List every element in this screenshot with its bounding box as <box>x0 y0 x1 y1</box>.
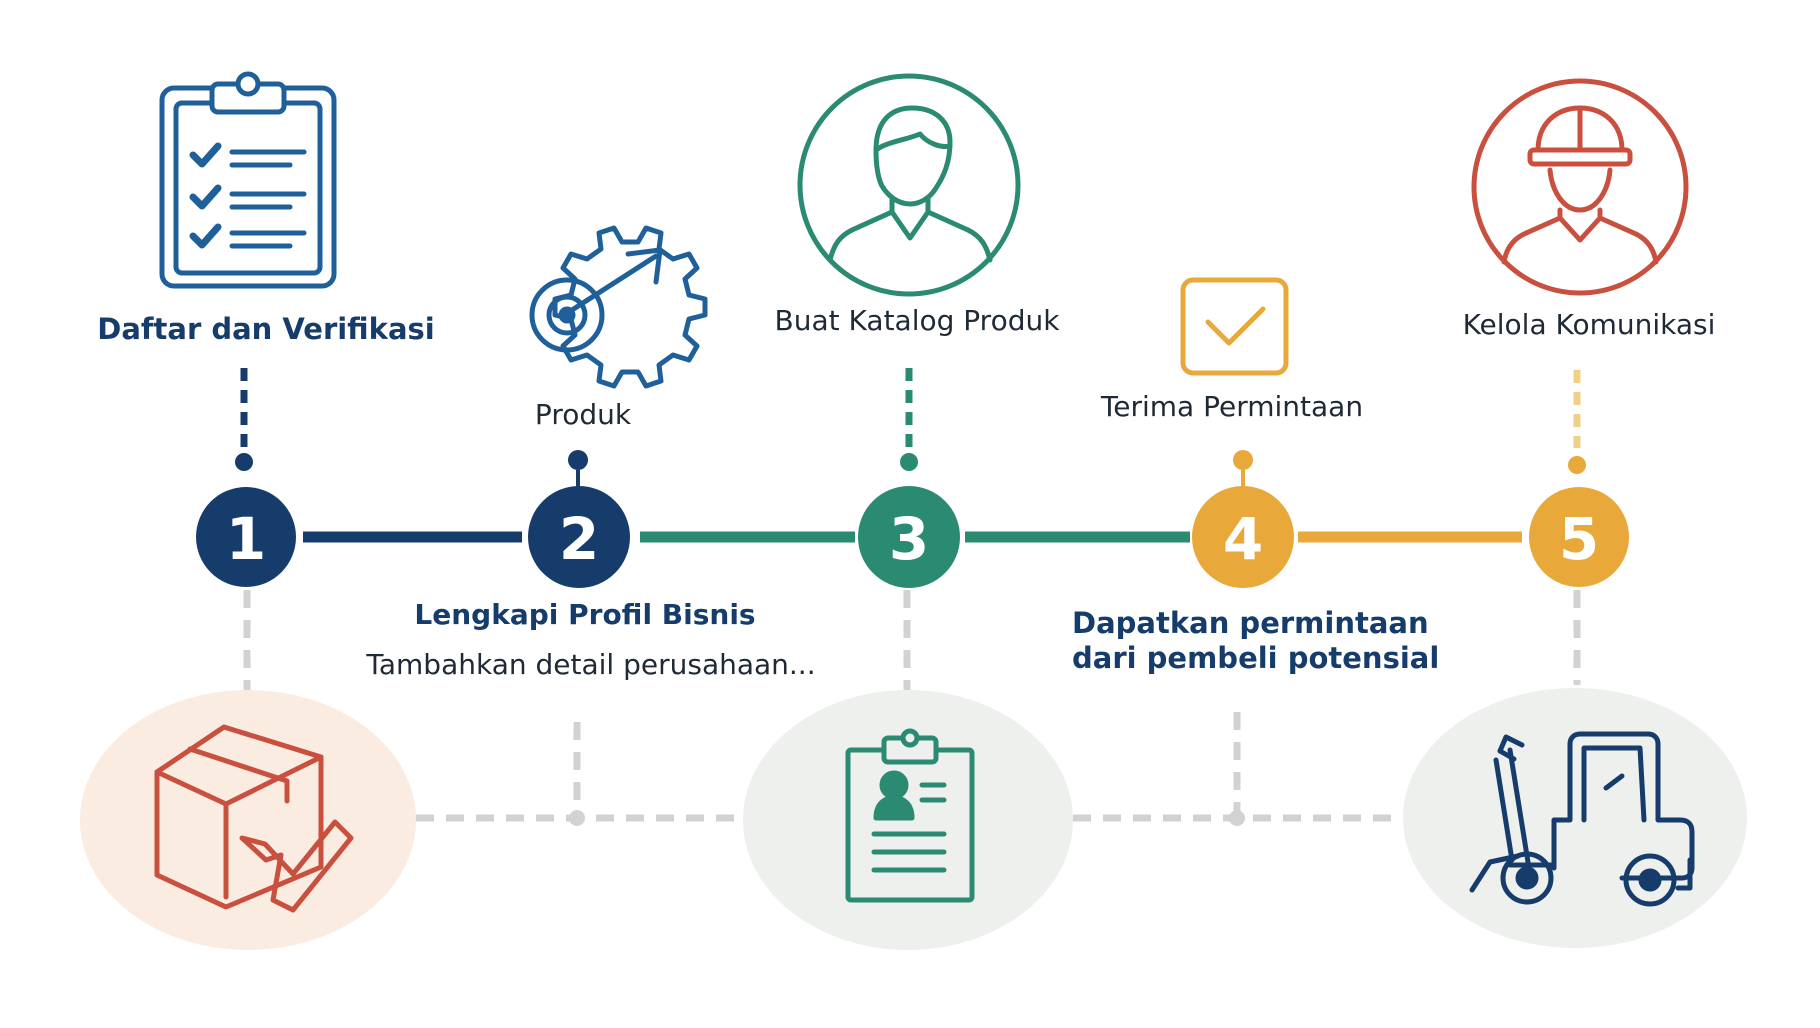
step-4-label: Terima Permintaan <box>1100 390 1364 423</box>
step-2-title: Lengkapi Profil Bisnis <box>414 598 756 631</box>
clipboard-checklist-icon <box>159 71 337 289</box>
step-2-label: Produk <box>534 398 632 431</box>
person-avatar-icon <box>797 73 1021 297</box>
junction-dot-left <box>569 810 585 826</box>
step-stems <box>235 368 1586 492</box>
step-5-number: 5 <box>1559 505 1599 573</box>
step-3-label: Buat Katalog Produk <box>774 304 1060 337</box>
step-3-circle: 3 <box>858 486 960 588</box>
step-1-label: Daftar dan Verifikasi <box>97 312 435 346</box>
bottom-left-blob <box>80 690 416 950</box>
junction-dot-right <box>1229 810 1245 826</box>
step-5-circle: 5 <box>1529 487 1629 587</box>
forklift-icon <box>1469 731 1695 907</box>
box-check-icon <box>154 724 354 913</box>
gear-target-arrow-icon <box>529 225 708 389</box>
bottom-right-blob <box>1403 688 1747 948</box>
id-clipboard-icon <box>845 728 975 903</box>
step-4-number: 4 <box>1223 505 1263 573</box>
step-2-description: Tambahkan detail perusahaan... <box>366 648 816 681</box>
step-1-number: 1 <box>226 505 266 573</box>
step-2-number: 2 <box>559 505 599 573</box>
step-4-title-line-1: Dapatkan permintaan <box>1072 606 1429 640</box>
step-3-number: 3 <box>889 505 929 573</box>
step-5-label: Kelola Komunikasi <box>1462 308 1716 341</box>
step-2-circle: 2 <box>528 486 630 588</box>
checkbox-icon <box>1180 277 1289 376</box>
step-4-circle: 4 <box>1192 486 1294 588</box>
worker-hardhat-icon <box>1471 78 1689 296</box>
step-4-title-line-2: dari pembeli potensial <box>1072 640 1440 675</box>
step-1-circle: 1 <box>196 487 296 587</box>
step-4-title: Dapatkan permintaan dari pembeli potensi… <box>1072 606 1439 676</box>
